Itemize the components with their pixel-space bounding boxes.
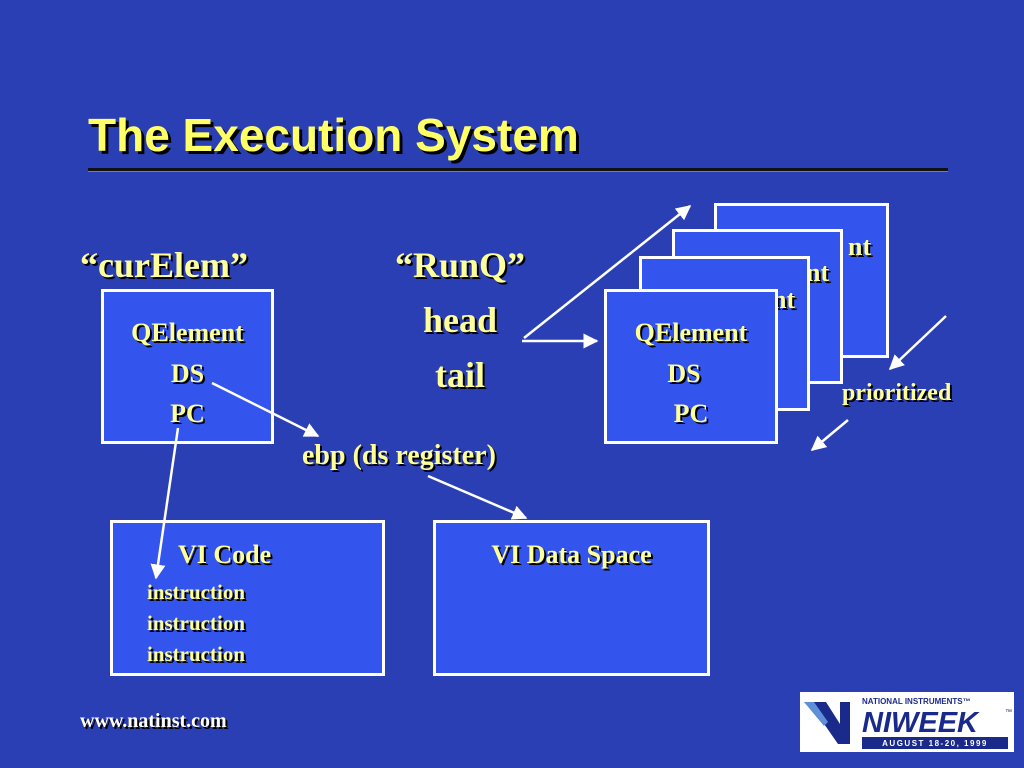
- ebp-label: ebp (ds register): [302, 440, 496, 471]
- vi-code-instruction-2: instruction: [147, 611, 246, 635]
- cur-elem-ds: DS: [170, 359, 205, 388]
- arrow-prioritized-upper: [888, 315, 947, 371]
- cur-elem-label: “curElem”: [80, 245, 248, 285]
- runq-head: head: [422, 300, 498, 340]
- arrow-head-to-last: [523, 205, 692, 339]
- runq-tail: tail: [435, 355, 485, 395]
- vi-code-title: VI Code: [178, 540, 272, 569]
- cur-elem-pc: PC: [170, 399, 205, 428]
- footer-url: www.natinst.com: [80, 710, 227, 732]
- prioritized-label: prioritized: [842, 380, 952, 406]
- arrow-pc-to-instruction: [150, 427, 180, 580]
- runq-label: “RunQ”: [394, 245, 526, 285]
- logo-event: NIWEEK: [862, 707, 980, 739]
- arrow-prioritized-lower: [810, 419, 849, 451]
- arrow-ebp-to-data: [427, 474, 528, 520]
- logo-tm: ™: [1005, 709, 1012, 716]
- vi-code-instruction-3: instruction: [147, 642, 246, 666]
- queue-element-front-qelement: QElement: [634, 318, 748, 347]
- cur-elem-box: [101, 289, 274, 444]
- title-underline: [88, 168, 948, 172]
- queue-element-back-2-label: nt: [806, 258, 830, 287]
- slide-title: The Execution System: [88, 109, 579, 161]
- queue-element-back-3-label: nt: [848, 232, 872, 261]
- vi-data-space-title: VI Data Space: [491, 540, 652, 569]
- queue-element-front-pc: PC: [673, 399, 709, 428]
- queue-element-front-ds: DS: [667, 359, 701, 388]
- cur-elem-qelement: QElement: [131, 318, 244, 347]
- logo-dates: AUGUST 18-20, 1999: [882, 739, 988, 748]
- arrow-ds-to-ebp: [211, 381, 320, 438]
- niweek-logo: NATIONAL INSTRUMENTS™ NIWEEK ™ AUGUST 18…: [800, 692, 1014, 752]
- queue-element-front: [604, 289, 778, 444]
- vi-code-instruction-1: instruction: [147, 580, 246, 604]
- vi-data-space-box: [433, 520, 710, 676]
- ni-eagle-icon: [804, 702, 850, 744]
- logo-company: NATIONAL INSTRUMENTS™: [862, 697, 971, 706]
- vi-code-box: [110, 520, 385, 676]
